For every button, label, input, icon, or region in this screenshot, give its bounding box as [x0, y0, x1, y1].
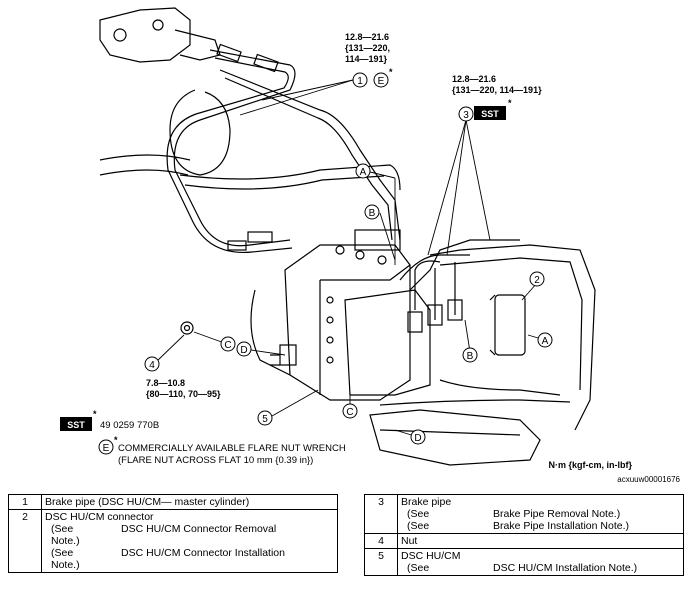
callout-circles — [98, 72, 553, 455]
callout-b-bottom: B — [467, 351, 474, 362]
callout-d-left: D — [240, 345, 247, 356]
part-name: DSC HU/CM connector — [45, 511, 154, 523]
callout-a-right: A — [542, 336, 549, 347]
reference-line: (See DSC HU/CM Installation Note.) — [401, 562, 680, 574]
see-prefix: (See — [51, 547, 74, 559]
see-prefix: (See — [407, 508, 430, 520]
reference-text: Brake Pipe Installation Note.) — [493, 520, 629, 532]
torque-label-3: 12.8—21.6 {131—220, 114—191} — [452, 74, 542, 95]
part-detail: Brake pipe (See Brake Pipe Removal Note.… — [397, 494, 684, 534]
table-row: 4 Nut — [364, 533, 684, 549]
reference-line: (See DSC HU/CM Connector Installation — [45, 547, 334, 559]
asterisk-e-torque: * — [389, 67, 393, 77]
units-note: N·m {kgf-cm, in-lbf} — [548, 460, 632, 470]
e-note-line-1: COMMERCIALLY AVAILABLE FLARE NUT WRENCH — [118, 443, 346, 454]
exploded-view-diagram: 1 E 3 A B 2 A B C D 4 5 C D E * * 12.8—2… — [60, 7, 681, 484]
callout-3: 3 — [463, 110, 469, 121]
sst-badge-note-text: SST — [67, 420, 85, 430]
part-detail: DSC HU/CM (See DSC HU/CM Installation No… — [397, 548, 684, 576]
torque-4-line-1: 7.8—10.8 — [146, 378, 185, 388]
part-number: 5 — [364, 548, 398, 576]
asterisk-sst-3: * — [508, 98, 512, 108]
torque-1-line-2: {131—220, — [345, 43, 390, 53]
torque-label-1: 12.8—21.6 {131—220, 114—191} — [345, 32, 390, 64]
reference-text: DSC HU/CM Connector Installation — [121, 547, 285, 559]
asterisk-e-note: * — [114, 435, 118, 445]
reference-line: (See Brake Pipe Removal Note.) — [401, 508, 680, 520]
callout-4: 4 — [149, 360, 155, 371]
asterisk-sst-note: * — [93, 409, 97, 419]
figure-code: acxuuw00001676 — [617, 475, 680, 484]
callout-1: 1 — [357, 76, 363, 87]
leader-lines — [155, 79, 546, 438]
part-number: 2 — [8, 509, 42, 573]
reference-line: (See DSC HU/CM Connector Removal — [45, 523, 334, 535]
reference-tail: Note.) — [51, 559, 80, 571]
part-number: 1 — [8, 494, 42, 510]
callout-2: 2 — [534, 275, 540, 286]
part-name: Nut — [397, 533, 684, 549]
see-prefix: (See — [407, 520, 430, 532]
part-name: DSC HU/CM — [401, 550, 461, 562]
sst-badge-3 — [474, 106, 506, 120]
table-row: 1 Brake pipe (DSC HU/CM— master cylinder… — [8, 494, 338, 510]
table-row: 5 DSC HU/CM (See DSC HU/CM Installation … — [364, 548, 684, 576]
e-note-line-2: (FLARE NUT ACROSS FLAT 10 mm {0.39 in}) — [118, 455, 313, 466]
callout-5: 5 — [262, 414, 268, 425]
part-detail: DSC HU/CM connector (See DSC HU/CM Conne… — [41, 509, 338, 573]
table-row: 3 Brake pipe (See Brake Pipe Removal Not… — [364, 494, 684, 534]
part-number: 4 — [364, 533, 398, 549]
reference-text: Brake Pipe Removal Note.) — [493, 508, 621, 520]
callout-a-top: A — [360, 167, 367, 178]
reference-line: (See Brake Pipe Installation Note.) — [401, 520, 680, 532]
callout-c-bottom: C — [346, 407, 353, 418]
part-number: 3 — [364, 494, 398, 534]
see-prefix: (See — [51, 523, 74, 535]
sst-tool-number: 49 0259 770B — [100, 420, 159, 431]
table-row: 2 DSC HU/CM connector (See DSC HU/CM Con… — [8, 509, 338, 573]
torque-label-4: 7.8—10.8 {80—110, 70—95} — [146, 378, 221, 399]
torque-1-line-1: 12.8—21.6 — [345, 32, 389, 42]
callout-c-left: C — [224, 340, 231, 351]
reference-tail: Note.) — [51, 535, 80, 547]
callout-b-top: B — [369, 208, 376, 219]
torque-3-line-1: 12.8—21.6 — [452, 74, 496, 84]
callout-e-note: E — [103, 443, 110, 454]
reference-text: DSC HU/CM Connector Removal — [121, 523, 277, 535]
torque-4-line-2: {80—110, 70—95} — [146, 389, 221, 399]
part-name: Brake pipe (DSC HU/CM— master cylinder) — [41, 494, 338, 510]
torque-3-line-2: {131—220, 114—191} — [452, 85, 542, 95]
callout-d-bottom: D — [414, 433, 421, 444]
parts-table-left: 1 Brake pipe (DSC HU/CM— master cylinder… — [8, 494, 338, 573]
part-name: Brake pipe — [401, 496, 452, 508]
sst-badge-note — [60, 417, 92, 431]
callout-e-torque: E — [378, 76, 385, 87]
parts-table-right: 3 Brake pipe (See Brake Pipe Removal Not… — [364, 494, 684, 576]
reference-text: DSC HU/CM Installation Note.) — [493, 562, 638, 574]
sst-badge-3-text: SST — [481, 109, 499, 119]
see-prefix: (See — [407, 562, 430, 574]
torque-1-line-3: 114—191} — [345, 54, 388, 64]
